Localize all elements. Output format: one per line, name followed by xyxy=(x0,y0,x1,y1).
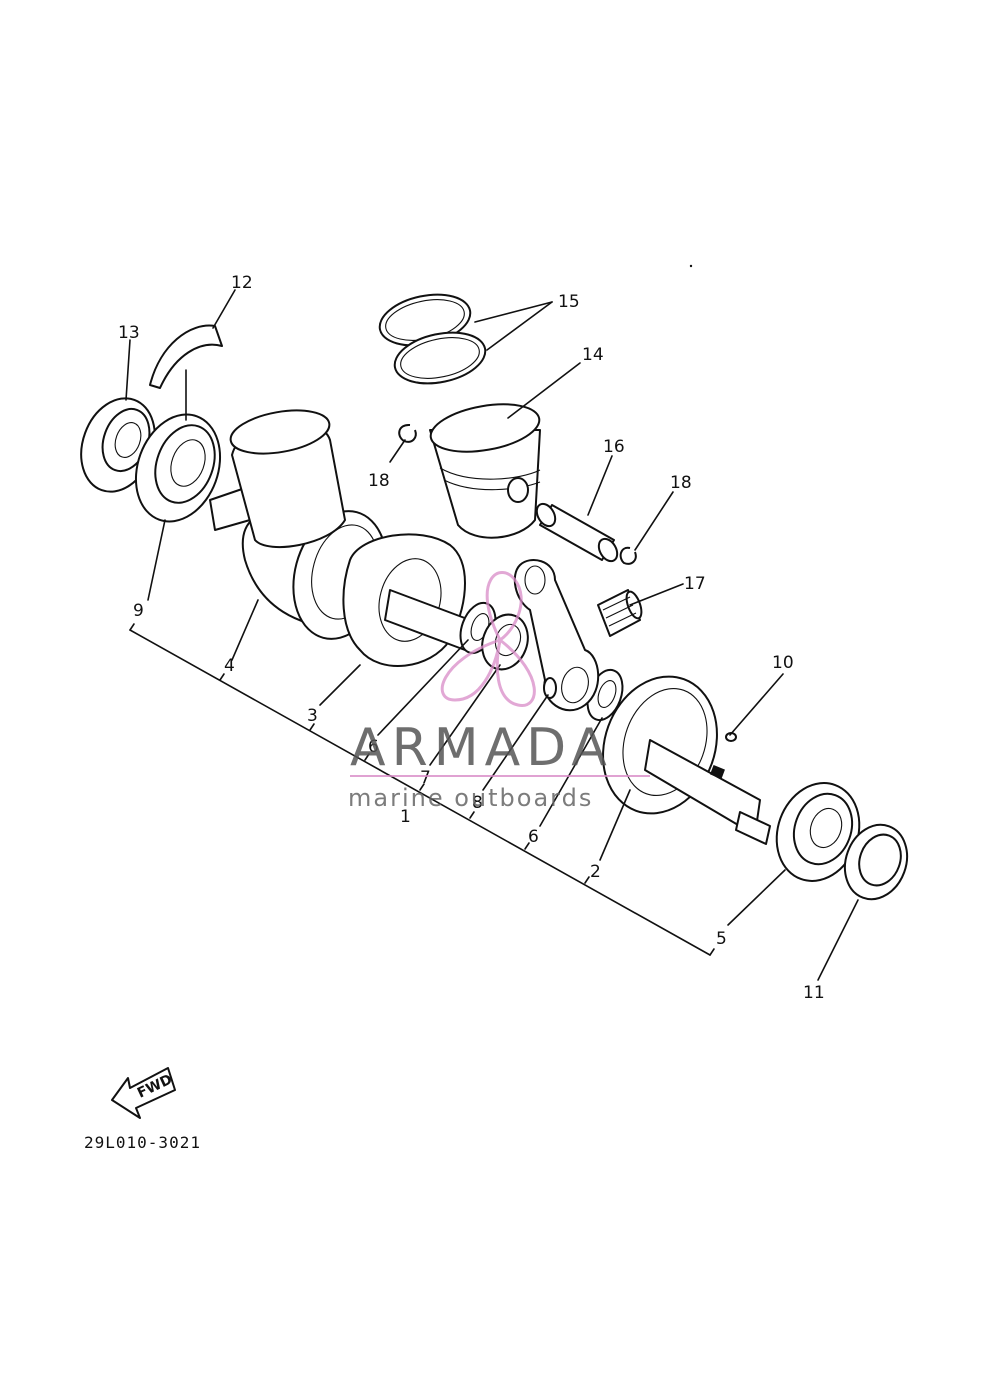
small-end-bearing-part-17 xyxy=(597,589,643,637)
crank-right-part-2 xyxy=(602,675,771,845)
callout-1: 1 xyxy=(400,807,411,827)
circlip-part-18-left xyxy=(398,423,417,443)
callout-6b: 6 xyxy=(528,827,539,847)
callout-12: 12 xyxy=(231,273,253,293)
callout-labels: 1 2 3 4 5 6 6 7 8 9 10 11 12 13 14 15 16… xyxy=(118,273,825,1003)
bearing-part-9 xyxy=(134,413,222,523)
fwd-direction-arrow: FWD xyxy=(111,1067,176,1119)
leader-lines xyxy=(125,289,859,981)
callout-5: 5 xyxy=(716,929,727,949)
callout-18b: 18 xyxy=(670,473,692,493)
figure-code: 29L010-3021 xyxy=(84,1133,201,1152)
assembly-bracket-part-1 xyxy=(129,623,715,956)
circlip-part-18-right xyxy=(619,546,637,565)
callout-9: 9 xyxy=(133,601,144,621)
callout-18a: 18 xyxy=(368,471,390,491)
piston-rings-part-15 xyxy=(378,293,487,385)
piston-pin-part-16 xyxy=(535,502,619,563)
callout-14: 14 xyxy=(582,345,604,365)
callout-17: 17 xyxy=(684,574,706,594)
clip-part-12 xyxy=(149,324,223,389)
propeller-logo-icon xyxy=(440,571,536,707)
watermark-tagline: marine outboards xyxy=(348,784,593,812)
stray-dot xyxy=(689,264,693,268)
callout-8: 8 xyxy=(472,793,483,813)
piston-part-14 xyxy=(429,403,541,539)
watermark-brand: ARMADA xyxy=(350,718,613,778)
callout-6a: 6 xyxy=(368,737,379,757)
callout-10: 10 xyxy=(772,653,794,673)
callout-15: 15 xyxy=(558,292,580,312)
callout-3: 3 xyxy=(307,706,318,726)
bearing-part-5 xyxy=(775,782,861,882)
oil-seal-part-11 xyxy=(843,823,909,901)
crank-web-part-3 xyxy=(342,533,471,667)
callout-7: 7 xyxy=(420,768,431,788)
callout-4: 4 xyxy=(224,656,235,676)
callout-16: 16 xyxy=(603,437,625,457)
callout-11: 11 xyxy=(803,983,825,1003)
armada-watermark-logo: ARMADA marine outboards xyxy=(348,571,650,812)
callout-13: 13 xyxy=(118,323,140,343)
callout-2: 2 xyxy=(590,862,601,882)
